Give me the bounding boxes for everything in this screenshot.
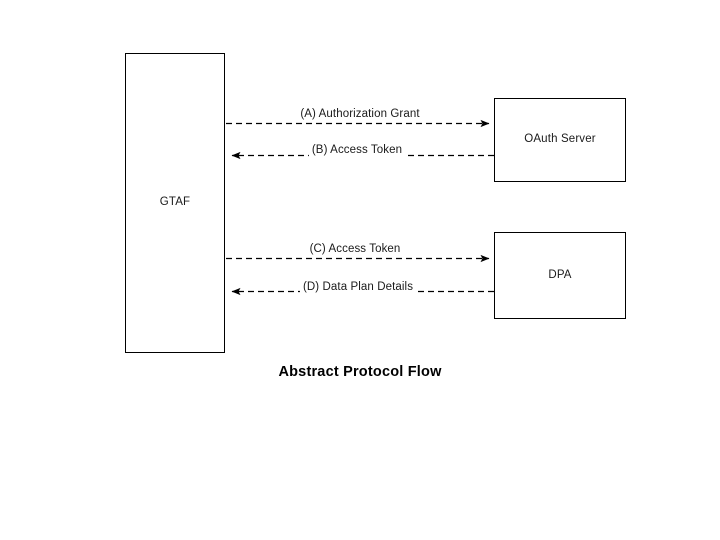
edge-c-label: (C) Access Token: [306, 243, 404, 257]
edge-b-label: (B) Access Token: [308, 144, 406, 158]
node-oauth-server[interactable]: OAuth Server: [494, 98, 626, 182]
node-gtaf-label: GTAF: [159, 196, 191, 209]
diagram-title: Abstract Protocol Flow: [278, 364, 442, 380]
node-oauth-server-label: OAuth Server: [524, 133, 596, 146]
node-gtaf[interactable]: GTAF: [125, 53, 225, 353]
node-dpa[interactable]: DPA: [494, 232, 626, 319]
node-dpa-label: DPA: [548, 268, 572, 281]
edge-a-label: (A) Authorization Grant: [297, 108, 423, 122]
edge-d-label: (D) Data Plan Details: [299, 281, 417, 295]
